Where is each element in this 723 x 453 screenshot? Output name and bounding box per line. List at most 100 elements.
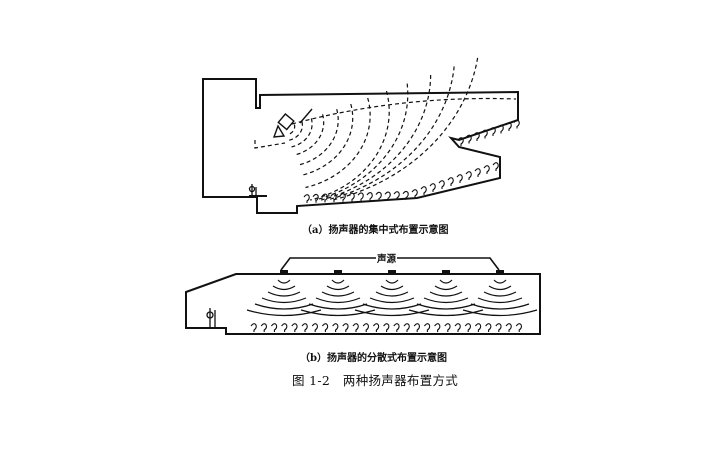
seat — [474, 323, 482, 332]
seat — [505, 122, 512, 131]
wavefront-arc — [369, 297, 415, 304]
seat — [434, 323, 441, 332]
wavefront-arc — [470, 303, 530, 310]
wavefront-arc — [246, 309, 322, 317]
seat — [474, 168, 481, 177]
wavefront-arc — [477, 297, 523, 304]
wavefront-arc — [326, 285, 350, 291]
seat — [352, 323, 359, 332]
speaker-icon — [334, 270, 342, 274]
wavefront-arc — [408, 309, 484, 317]
floor-reflection-line — [254, 140, 286, 149]
wavefront-arc — [385, 279, 399, 284]
seat — [250, 323, 257, 332]
speaker-array-b — [280, 270, 504, 274]
seat — [393, 191, 400, 200]
seat — [464, 323, 471, 332]
seat — [429, 183, 436, 192]
audience-seats-a — [303, 119, 520, 203]
sound-wavefronts-b — [246, 279, 538, 317]
wavefront-arc — [315, 297, 361, 304]
sound-source-label: 声源 — [376, 251, 398, 265]
caption-a: （a）扬声器的集中式布置示意图 — [302, 225, 449, 236]
wavefront-arc — [439, 279, 453, 284]
seat — [321, 323, 329, 332]
sound-wavefronts-a — [287, 57, 479, 201]
wavefront-arc — [297, 109, 339, 166]
seat — [423, 323, 431, 332]
seat — [291, 323, 298, 332]
wavefront-arc — [332, 57, 479, 201]
wavefront-arc — [331, 279, 345, 284]
seat — [312, 193, 319, 203]
wavefront-arc — [493, 279, 507, 284]
wavefront-arc — [308, 303, 368, 310]
seat — [465, 134, 472, 144]
caption-b: （b）扬声器的分散式布置示意图 — [300, 353, 447, 364]
wavefront-arc — [310, 90, 390, 201]
seat — [403, 323, 410, 332]
seat — [384, 191, 391, 201]
wavefront-arc — [488, 285, 512, 291]
performer-icon — [248, 184, 257, 196]
wavefront-arc — [267, 291, 301, 297]
audience-seats-b — [250, 323, 522, 332]
performer-icon-b — [206, 308, 216, 328]
seat — [301, 323, 308, 332]
wavefront-arc — [321, 291, 355, 297]
seat — [411, 189, 418, 198]
seat — [260, 323, 267, 332]
wavefront-arc — [320, 74, 432, 201]
seat — [495, 323, 502, 332]
seat — [348, 192, 355, 202]
seat — [420, 186, 427, 195]
wavefront-arc — [380, 285, 404, 291]
seat — [375, 191, 382, 201]
speaker-icon — [388, 270, 396, 274]
seat — [513, 119, 520, 129]
wavefront-arc — [272, 285, 296, 291]
seat — [465, 171, 472, 180]
seat — [481, 129, 488, 139]
wavefront-arc — [375, 291, 409, 297]
hall-outline-a — [202, 78, 519, 214]
seat — [413, 323, 420, 332]
wavefront-arc — [261, 297, 307, 304]
wavefront-arc — [462, 309, 538, 317]
seat — [444, 323, 451, 332]
seat — [321, 193, 328, 203]
seat — [383, 323, 390, 332]
seat — [303, 194, 310, 203]
wavefront-arc — [277, 279, 291, 284]
wavefront-arc — [287, 124, 296, 136]
speaker-icon — [496, 270, 504, 274]
wavefront-arc — [483, 291, 517, 297]
seat — [505, 323, 512, 332]
seat — [492, 162, 499, 171]
wavefront-arc — [254, 303, 314, 310]
seat — [281, 323, 288, 332]
seat — [456, 174, 463, 183]
seat — [515, 323, 522, 332]
hall-outline-b — [185, 273, 541, 335]
seat — [270, 323, 278, 332]
seat — [357, 192, 364, 202]
seat — [483, 165, 490, 174]
speaker-icon — [442, 270, 450, 274]
seat — [330, 193, 337, 203]
wavefront-arc — [291, 118, 313, 148]
wavefront-arc — [434, 285, 458, 291]
seat — [366, 192, 373, 201]
seat — [454, 323, 461, 332]
wavefront-arc — [305, 97, 371, 189]
seat — [485, 323, 492, 332]
seat — [342, 323, 349, 332]
seat — [332, 323, 339, 332]
wavefront-arc — [429, 291, 463, 297]
seat — [447, 177, 454, 186]
wavefront-arc — [326, 66, 455, 201]
seat — [393, 323, 400, 332]
seat — [457, 137, 464, 146]
figure-caption: 图 1-2 两种扬声器布置方式 — [292, 373, 459, 388]
seat — [372, 323, 380, 332]
